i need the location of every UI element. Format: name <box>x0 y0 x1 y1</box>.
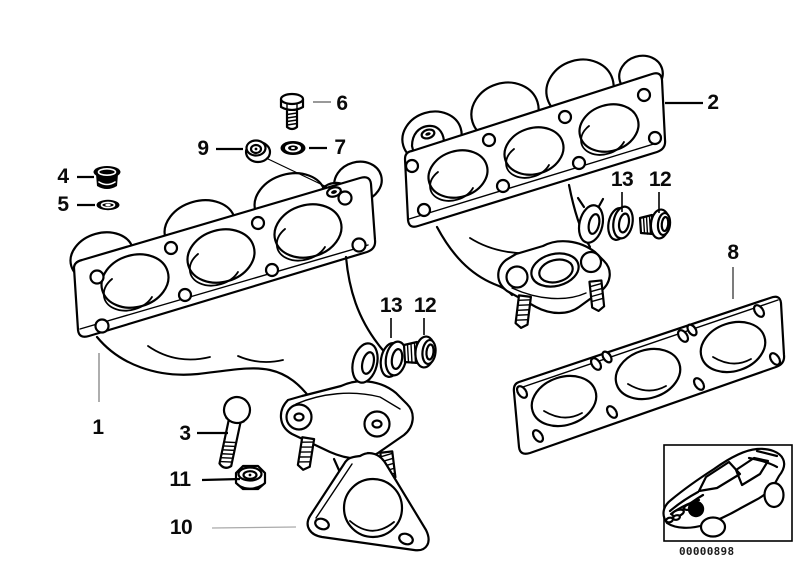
callout-13-top[interactable]: 13 <box>610 168 634 191</box>
callout-5[interactable]: 5 <box>57 193 69 216</box>
gasket-ring-13-top-drawing <box>607 205 634 241</box>
callout-12-top[interactable]: 12 <box>648 168 672 191</box>
gasket-ring-13-mid-drawing <box>379 340 408 378</box>
hex-bolt-6-drawing <box>279 92 305 131</box>
diagram-code: 00000898 <box>679 545 735 558</box>
callout-3[interactable]: 3 <box>179 422 191 445</box>
callout-7[interactable]: 7 <box>334 136 346 159</box>
exhaust-manifold-rear-drawing <box>401 54 667 329</box>
callout-10[interactable]: 10 <box>169 516 193 539</box>
callout-1[interactable]: 1 <box>92 416 104 439</box>
callout-9[interactable]: 9 <box>197 137 209 160</box>
callout-4[interactable]: 4 <box>57 165 69 188</box>
callout-6[interactable]: 6 <box>336 92 348 115</box>
callout-8[interactable]: 8 <box>727 241 739 264</box>
engine-location-dot <box>687 500 705 518</box>
leader-lines <box>77 101 734 529</box>
hex-nut-11-drawing <box>234 464 267 491</box>
car-outline-icon <box>662 447 786 538</box>
car-thumbnail <box>662 444 793 542</box>
callout-12-mid[interactable]: 12 <box>413 294 437 317</box>
screw-plug-12-mid-drawing <box>402 335 437 369</box>
hex-nut-9-drawing <box>244 139 272 164</box>
gasket-ring-7-drawing <box>280 141 306 155</box>
callout-11[interactable]: 11 <box>169 468 191 491</box>
hex-bolt-3-drawing <box>218 395 252 469</box>
screw-plug-12-top-drawing <box>638 208 672 240</box>
gasket-ring-5-drawing <box>96 199 120 211</box>
manifold-gasket-8-drawing <box>512 295 786 455</box>
downpipe-gasket-10-drawing <box>306 452 430 552</box>
callout-2[interactable]: 2 <box>707 91 719 114</box>
callout-13-mid[interactable]: 13 <box>379 294 403 317</box>
screw-plug-4-drawing <box>93 166 121 189</box>
